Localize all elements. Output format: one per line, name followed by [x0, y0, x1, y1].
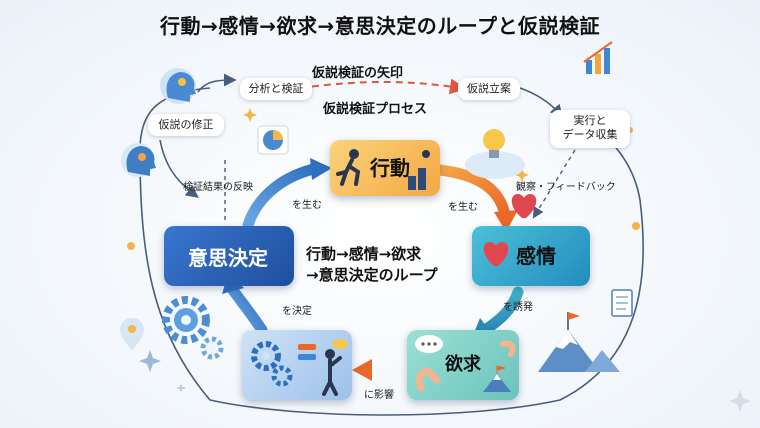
location-pin-icon	[120, 318, 144, 350]
step-revise: 仮説の修正	[148, 114, 224, 136]
node-action: 行動	[330, 140, 440, 196]
sparkle-icon	[243, 108, 257, 122]
head-icon	[121, 143, 156, 177]
chart-icon	[583, 41, 613, 74]
node-desire: 欲求	[407, 330, 519, 400]
gear-icon	[200, 336, 224, 360]
heart-icon	[511, 194, 537, 218]
center-line-2: →意思決定のループ	[306, 266, 438, 284]
step-hypothesis: 仮説立案	[458, 78, 520, 100]
observe-label: 観察・フィードバック	[516, 182, 616, 193]
hypothesis-arrow-title: 仮説検証の矢印	[312, 66, 404, 81]
hypothesis-process-title: 仮説検証プロセス	[323, 102, 428, 117]
node-emotion: 感情	[472, 226, 590, 286]
thought-bubble-icon	[415, 335, 516, 392]
edge-decision-to-action-label: を生む	[292, 200, 322, 211]
runner-icon	[336, 149, 430, 190]
sparkle-icon	[515, 168, 529, 182]
node-action-label: 行動	[370, 156, 410, 180]
edge-emotion-to-desire-label: を誘発	[503, 302, 533, 313]
gear-icon	[162, 296, 210, 344]
step-execute: 実行と データ収集	[550, 110, 630, 148]
pie-chart-icon	[257, 125, 289, 155]
sparkle-icon	[729, 390, 751, 412]
node-decision-label: 意思決定	[188, 246, 268, 270]
edge-desire-influence-label: に影響	[364, 390, 394, 401]
head-icon	[160, 68, 196, 104]
decision-illustration	[242, 330, 352, 400]
lightbulb-icon	[465, 129, 525, 179]
document-icon	[611, 289, 633, 317]
page-title: 行動→感情→欲求→意思決定のループと仮説検証	[159, 14, 601, 38]
step-analysis: 分析と検証	[240, 78, 312, 100]
node-emotion-label: 感情	[516, 244, 556, 268]
edge-action-to-emotion-label: を生む	[448, 202, 478, 213]
mountain-flag-icon	[538, 312, 620, 372]
node-decision: 意思決定	[164, 226, 294, 286]
node-desire-label: 欲求	[445, 354, 481, 375]
svg-text:÷: ÷	[176, 381, 186, 395]
heart-icon	[483, 242, 509, 266]
sparkle-icon	[139, 350, 161, 372]
gear-icon	[251, 339, 348, 396]
center-line-1: 行動→感情→欲求	[306, 245, 422, 263]
reflect-label: 検証結果の反映	[183, 182, 253, 193]
edge-decide-label: を決定	[282, 306, 312, 317]
